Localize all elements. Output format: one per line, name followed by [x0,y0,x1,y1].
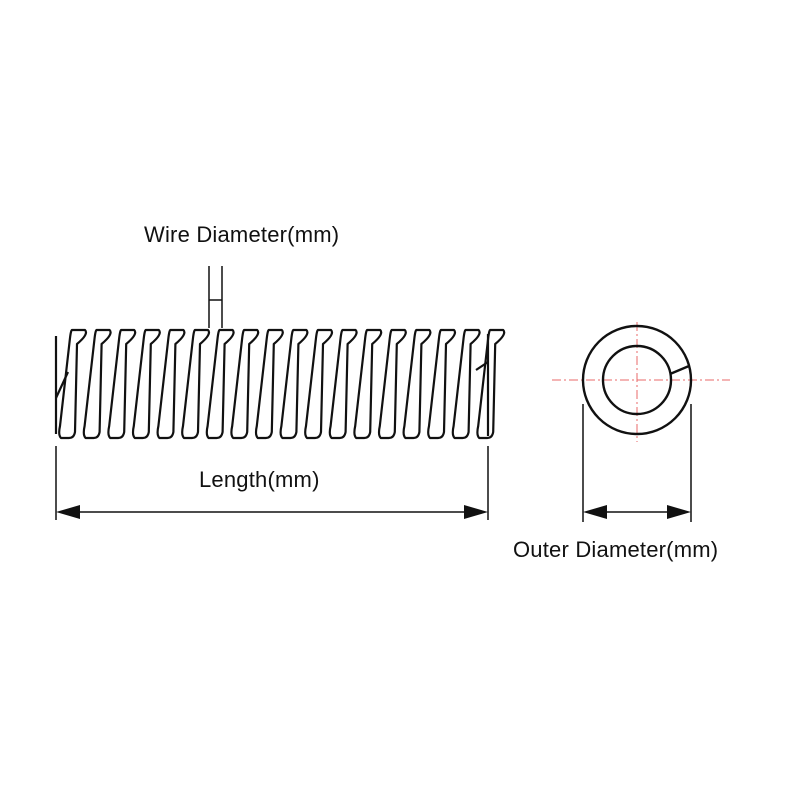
length-label: Length(mm) [199,467,320,492]
coil-turn [353,328,383,440]
coil-turn [328,328,358,440]
wire-diameter-label: Wire Diameter(mm) [144,222,340,247]
coil-turn [304,328,334,440]
length-dimension [55,446,489,520]
coil-turn [107,328,137,440]
wire-diameter-dimension [208,266,223,328]
coil-turn [279,328,309,440]
coil-turn [476,328,506,440]
coil-turn [205,328,235,440]
coil-turn [82,328,112,440]
coil-turn [156,328,186,440]
spring-coils [58,328,506,440]
outer-diameter-label: Outer Diameter(mm) [513,537,719,562]
center-lines [552,322,730,442]
coil-turn [58,328,88,440]
spring-left-end [54,336,69,434]
spring-right-end [475,334,490,436]
coil-turn [230,328,260,440]
coil-turn [254,328,284,440]
coil-turn [451,328,481,440]
coil-turn [402,328,432,440]
coil-turn [377,328,407,440]
spring-end-view [581,324,693,436]
outer-diameter-dimension [582,404,692,522]
coil-turn [181,328,211,440]
coil-turn [427,328,457,440]
coil-turn [131,328,161,440]
